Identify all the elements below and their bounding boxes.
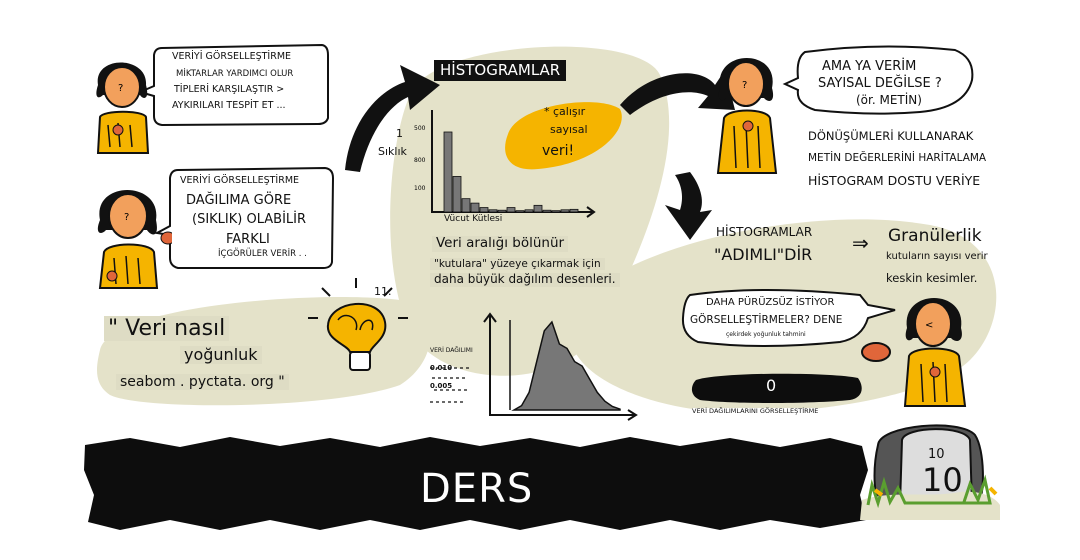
histogram-note3: veri! [542, 143, 575, 159]
stepped-line2: "ADIMLI"DİR [714, 245, 813, 264]
bubble1-line3: TİPLERİ KARŞILAŞTIR > [174, 84, 285, 95]
density-chart [483, 312, 638, 421]
question-line3: (ör. METİN) [856, 93, 922, 107]
histogram-chart: 500 800 100 [414, 110, 596, 218]
bubble2-line3: (SIKLIK) OLABİLİR [192, 212, 307, 227]
svg-text:?: ? [118, 83, 123, 94]
histogram-bar [497, 209, 507, 213]
histogram-bar [470, 202, 480, 213]
person-3-icon: ? [716, 58, 778, 174]
banner-background [110, 458, 830, 516]
histogram-bar [560, 209, 570, 213]
bulb-number: 11. [374, 285, 392, 298]
histogram-tick-2: 100 [414, 185, 426, 192]
svg-text:?: ? [742, 80, 747, 91]
person-1-icon: ? [96, 62, 150, 154]
granularity-line3: keskin kesimler. [886, 271, 978, 285]
bubble1-line4: AYKIRILARI TESPİT ET ... [172, 100, 286, 111]
banner-title: DERS [420, 466, 534, 512]
histogram-tick-0: 500 [414, 125, 426, 132]
histogram-caption3: daha büyük dağılım desenleri. [430, 272, 620, 287]
histogram-caption2: "kutulara" yüzeye çıkarmak için [430, 258, 605, 271]
histogram-bar [551, 210, 561, 213]
question-line2: SAYISAL DEĞİLSE ? [818, 76, 942, 91]
histogram-bar [569, 208, 579, 213]
histogram-bar [443, 131, 453, 213]
smoother-line3: çekirdek yoğunluk tahmini [726, 331, 806, 338]
histogram-bar [488, 209, 498, 213]
lesson-number-top: 10 [928, 447, 945, 462]
quote-line3: seabom . pyctata. org " [116, 374, 289, 391]
histogram-bar [461, 198, 471, 213]
bubble2-line4: FARKLI [226, 232, 270, 247]
smoother-line2: GÖRSELLEŞTİRMELER? DENE [690, 314, 843, 326]
density-area [511, 320, 621, 411]
histogram-bar [542, 209, 552, 213]
quote-line2: yoğunluk [180, 345, 262, 365]
kde-bar-value: 0 [766, 376, 777, 395]
quote-line1: " Veri nasıl [104, 316, 230, 342]
density-tick-0: 0.010 [430, 364, 453, 372]
histogram-bar [524, 209, 534, 213]
granularity-line2: kutuların sayısı verir [886, 251, 988, 262]
hand-icon [861, 342, 891, 362]
kde-bar-icon [691, 373, 862, 403]
question-line1: AMA YA VERİM [822, 59, 917, 74]
smoother-line1: DAHA PÜRÜZSÜZ İSTİYOR [706, 297, 835, 308]
histogram-bar [515, 210, 525, 213]
transform-line3: HİSTOGRAM DOSTU VERİYE [808, 173, 981, 188]
bubble2-line5: İÇGÖRÜLER VERİR . . [218, 249, 307, 259]
svg-text:?: ? [124, 212, 129, 223]
transform-line2: METİN DEĞERLERİNİ HARİTALAMA [808, 152, 987, 164]
yellow-blob-icon [505, 102, 622, 170]
histogram-caption1: Veri aralığı bölünür [432, 235, 569, 252]
svg-text:<: < [925, 320, 933, 331]
person-4-icon: < [903, 298, 967, 407]
histogram-bar [479, 207, 489, 213]
histogram-bar [506, 207, 516, 213]
bubble1-line2: MİKTARLAR YARDIMCI OLUR [176, 69, 294, 79]
histogram-tick-1: 800 [414, 157, 426, 164]
histogram-bar [533, 204, 543, 213]
density-tick-1: 0.005 [430, 382, 453, 390]
density-title: VERİ DAĞILIMI [430, 347, 473, 354]
kde-bar-caption: VERİ DAĞILIMLARINI GÖRSELLEŞTİRME [692, 407, 819, 416]
stepped-arrow-icon: ⇒ [852, 231, 869, 255]
bubble2-line2: DAĞILIMA GÖRE [186, 193, 292, 208]
histogram-heading: HİSTOGRAMLAR [434, 60, 567, 82]
bubble2-line1: VERİYİ GÖRSELLEŞTİRME [180, 175, 300, 186]
histogram-bar [452, 176, 462, 213]
lesson-number-big: 10 [922, 461, 963, 499]
bubble1-line1: VERİYİ GÖRSELLEŞTİRME [172, 51, 292, 62]
histogram-ylabel-num: 1 [396, 127, 403, 140]
histogram-ylabel: Sıklık [378, 145, 407, 158]
granularity-title: Granülerlik [888, 226, 982, 246]
histogram-note1: * çalışır [544, 105, 586, 118]
transform-line1: DÖNÜŞÜMLERİ KULLANARAK [808, 129, 974, 143]
histogram-xlabel: Vücut Kütlesi [444, 214, 503, 224]
histogram-note2: sayısal [550, 123, 588, 136]
stepped-line1: HİSTOGRAMLAR [716, 225, 813, 239]
person-2-icon: ? [97, 190, 172, 289]
